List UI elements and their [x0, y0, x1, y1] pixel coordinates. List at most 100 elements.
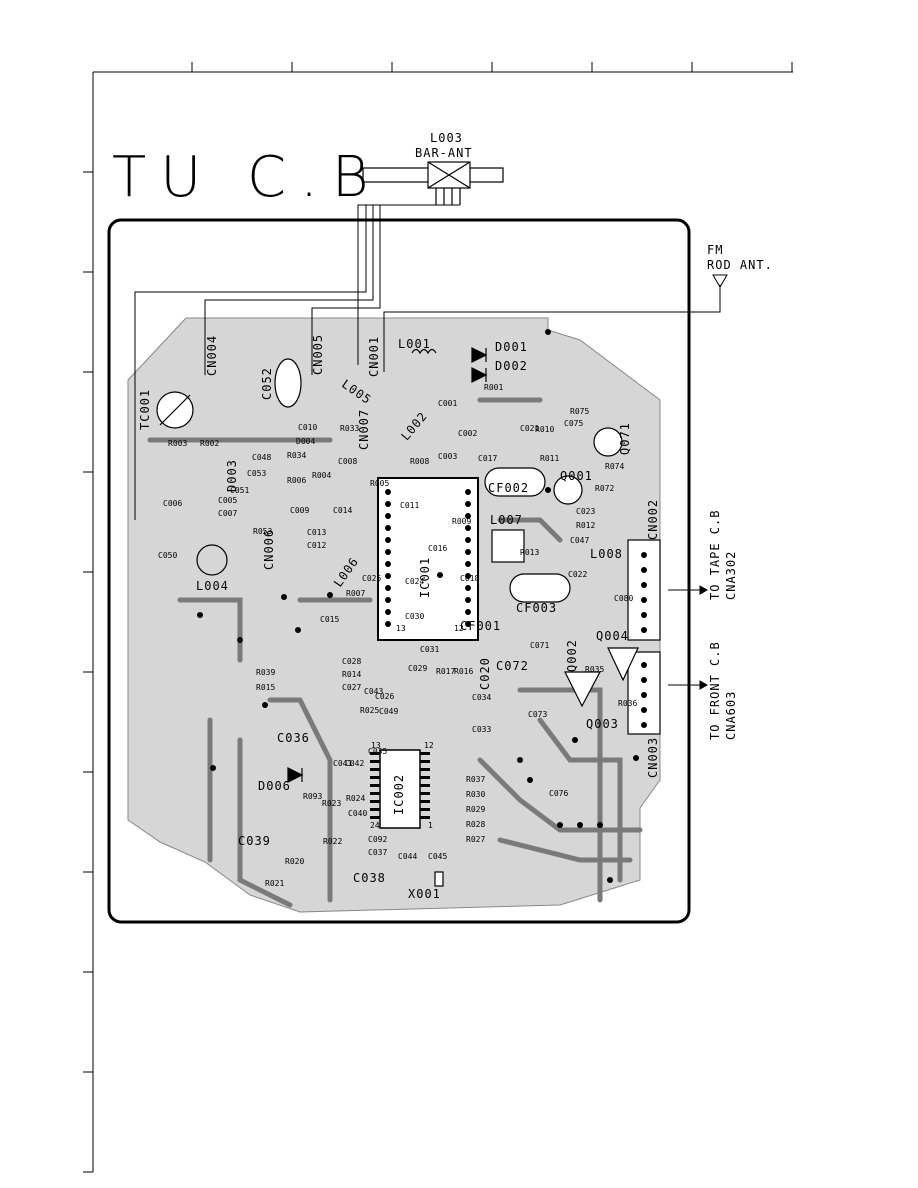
label-c072: C072	[496, 659, 529, 673]
label-c043: C043	[364, 687, 384, 696]
label-c029: C029	[408, 664, 428, 673]
label-c013: C013	[307, 528, 327, 537]
label-c045: C045	[428, 852, 448, 861]
label-r023: R023	[322, 799, 342, 808]
label-r028: R028	[466, 820, 486, 829]
label-l004: L004	[196, 579, 229, 593]
connector-cn001: CN001	[367, 335, 381, 377]
label-r020: R020	[285, 857, 305, 866]
ic002-pin-24: 24	[370, 821, 380, 830]
label-r017: R017	[436, 667, 456, 676]
label-c048: C048	[252, 453, 272, 462]
front-connection-text1: TO FRONT C.B	[708, 641, 722, 740]
label-r021: R021	[265, 879, 285, 888]
label-x001: X001	[408, 887, 441, 901]
label-r011: R011	[540, 454, 560, 463]
label-c080: C080	[614, 594, 634, 603]
ic002-pins	[370, 752, 430, 819]
label-r008: R008	[410, 457, 430, 466]
label-r013: R013	[520, 548, 540, 557]
label-c051: C051	[230, 486, 250, 495]
label-q071: Q071	[618, 422, 632, 455]
label-r022: R022	[323, 837, 343, 846]
label-c092: C092	[368, 835, 388, 844]
label-r015: R015	[256, 683, 276, 692]
label-c039: C039	[238, 834, 271, 848]
label-c007: C007	[218, 509, 238, 518]
connector-pins	[641, 552, 647, 728]
label-r001: R001	[484, 383, 504, 392]
label-c023: C023	[576, 507, 596, 516]
label-r024: R024	[346, 794, 366, 803]
label-l008: L008	[590, 547, 623, 561]
label-c008: C008	[338, 457, 358, 466]
label-r053: R053	[253, 527, 273, 536]
label-c010: C010	[298, 423, 318, 432]
label-r035: R035	[585, 665, 605, 674]
label-r010: R010	[535, 425, 555, 434]
connector-cn003: CN003	[646, 736, 660, 778]
label-c028: C028	[342, 657, 362, 666]
label-q002: Q002	[565, 639, 579, 672]
label-d006: D006	[258, 779, 291, 793]
label-c035: C035	[368, 747, 388, 756]
label-q001: Q001	[560, 469, 593, 483]
label-d002: D002	[495, 359, 528, 373]
label-r027: R027	[466, 835, 486, 844]
label-c011: C011	[400, 501, 420, 510]
label-c001: C001	[438, 399, 458, 408]
page-frame	[83, 62, 793, 1173]
label-c021: C021	[520, 424, 540, 433]
label-c003: C003	[438, 452, 458, 461]
bar-antenna-name: BAR-ANT	[415, 146, 473, 160]
label-cf002: CF002	[488, 481, 530, 495]
label-r016: R016	[454, 667, 474, 676]
label-c053: C053	[247, 469, 267, 478]
label-c017: C017	[478, 454, 498, 463]
label-c027: C027	[342, 683, 362, 692]
label-c049: C049	[379, 707, 399, 716]
label-r009: R009	[452, 517, 472, 526]
label-c036: C036	[277, 731, 310, 745]
label-c073: C073	[528, 710, 548, 719]
label-r003: R003	[168, 439, 188, 448]
label-c014: C014	[333, 506, 353, 515]
label-q004: Q004	[596, 629, 629, 643]
label-c020: C020	[478, 657, 492, 690]
label-cf001: CF001	[460, 619, 502, 633]
tape-connection-text1: TO TAPE C.B	[708, 509, 722, 600]
fm-antenna-line1: FM	[707, 243, 724, 257]
ic002-pin-13: 13	[371, 741, 381, 750]
label-r006: R006	[287, 476, 307, 485]
label-c050: C050	[158, 551, 178, 560]
fm-antenna-line2: ROD ANT.	[707, 258, 773, 272]
label-r002: R002	[200, 439, 220, 448]
label-r004: R004	[312, 471, 332, 480]
label-r005: R005	[370, 479, 390, 488]
label-r007: R007	[346, 589, 366, 598]
ic-ic002: IC002	[392, 773, 406, 815]
label-r037: R037	[466, 775, 486, 784]
label-c075: C075	[564, 419, 584, 428]
label-r075: R075	[570, 407, 590, 416]
label-c034: C034	[472, 693, 492, 702]
antenna-wires	[134, 204, 721, 520]
label-tc001: TC001	[138, 388, 152, 430]
label-c071: C071	[530, 641, 550, 650]
diode-symbols	[287, 347, 488, 783]
label-l001: L001	[398, 337, 431, 351]
label-c024: C024	[405, 577, 425, 586]
pcb-traces	[147, 397, 643, 908]
label-c030: C030	[405, 612, 425, 621]
label-c040: C040	[348, 809, 368, 818]
connector-cn004: CN004	[205, 334, 219, 376]
board-title: TU C.B	[112, 145, 383, 210]
label-r012: R012	[576, 521, 596, 530]
label-r034: R034	[287, 451, 307, 460]
label-r029: R029	[466, 805, 486, 814]
label-c076: C076	[549, 789, 569, 798]
label-c047: C047	[570, 536, 590, 545]
label-q003: Q003	[586, 717, 619, 731]
tape-connection-text2: CNA302	[724, 550, 738, 600]
ic002-package	[379, 749, 421, 829]
